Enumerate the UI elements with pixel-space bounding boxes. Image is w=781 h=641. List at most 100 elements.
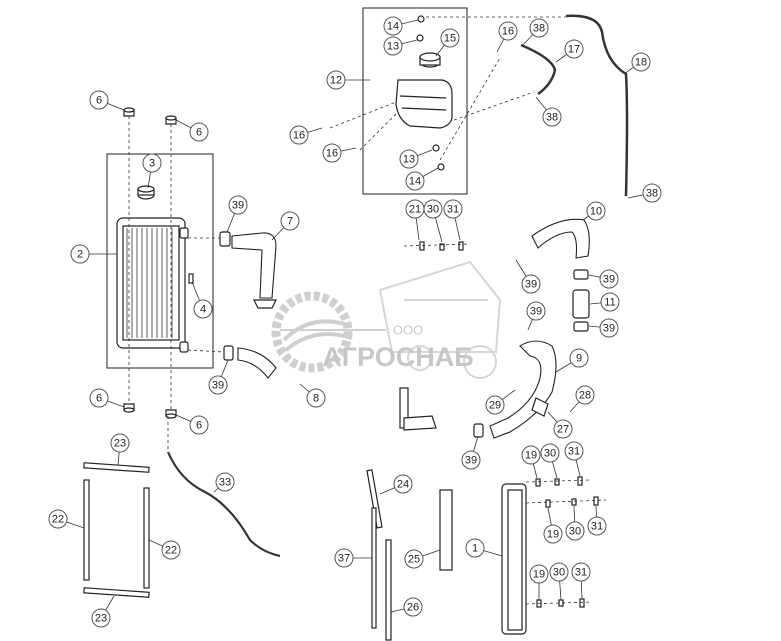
callout-number: 19 [533, 569, 545, 581]
callout-number: 16 [502, 26, 514, 38]
callout-number: 30 [569, 526, 581, 538]
callout-number: 29 [489, 400, 501, 412]
callout-number: 16 [293, 130, 305, 142]
charge-air-pipe [399, 387, 437, 431]
callout-19: 19 [529, 564, 549, 584]
callout-number: 6 [196, 127, 202, 139]
callout-number: 31 [568, 446, 580, 458]
callout-14: 14 [383, 16, 403, 36]
callout-number: 39 [603, 274, 615, 286]
callout-39: 39 [461, 450, 481, 470]
callout-number: 39 [465, 455, 477, 467]
callout-39: 39 [526, 301, 546, 321]
callout-17: 17 [564, 39, 584, 59]
radiator-cap [137, 185, 155, 200]
callout-14: 14 [405, 171, 425, 191]
callout-number: 31 [575, 567, 587, 579]
callout-6: 6 [89, 90, 109, 110]
callout-number: 19 [547, 529, 559, 541]
callout-2: 2 [70, 244, 90, 264]
callout-number: 24 [397, 479, 409, 491]
callout-6: 6 [189, 415, 209, 435]
callout-39: 39 [599, 318, 619, 338]
callout-number: 6 [96, 95, 102, 107]
bolt [417, 15, 425, 23]
callout-3: 3 [142, 153, 162, 173]
callout-27: 27 [553, 419, 573, 439]
callout-7: 7 [280, 211, 300, 231]
callout-number: 18 [635, 57, 647, 69]
callout-18: 18 [631, 52, 651, 72]
bolt [432, 144, 440, 152]
hose-clamp [219, 231, 231, 247]
callout-9: 9 [569, 348, 589, 368]
mounting-bushings [123, 107, 177, 419]
callout-21: 21 [405, 199, 425, 219]
callout-19: 19 [521, 445, 541, 465]
callout-39: 39 [208, 375, 228, 395]
callout-number: 39 [530, 306, 542, 318]
callout-number: 25 [408, 554, 420, 566]
hose-10 [531, 218, 590, 259]
callout-16: 16 [322, 143, 342, 163]
callout-19: 19 [543, 524, 563, 544]
callout-number: 33 [219, 477, 231, 489]
callout-number: 22 [165, 545, 177, 557]
callout-number: 15 [444, 33, 456, 45]
callout-23: 23 [110, 433, 130, 453]
callout-number: 6 [196, 420, 202, 432]
hose-9 [489, 340, 557, 439]
callout-number: 30 [427, 204, 439, 216]
callout-24: 24 [393, 474, 413, 494]
callout-number: 30 [553, 567, 565, 579]
callout-number: 30 [544, 448, 556, 460]
callout-number: 23 [95, 613, 107, 625]
callout-number: 9 [576, 353, 582, 365]
callout-number: 12 [330, 75, 342, 87]
callout-39: 39 [228, 195, 248, 215]
callout-22: 22 [48, 509, 68, 529]
watermark-main-text: АГРОСНАБ [322, 342, 473, 372]
callout-31: 31 [443, 199, 463, 219]
callout-number: 28 [579, 390, 591, 402]
upper-hose [231, 232, 277, 299]
expansion-tank-detail-frame [362, 7, 468, 195]
overflow-tube [166, 451, 281, 558]
temperature-sensor [188, 273, 194, 284]
callout-number: 26 [407, 602, 419, 614]
radiator [116, 217, 189, 353]
callout-8: 8 [306, 388, 326, 408]
callout-38: 38 [542, 107, 562, 127]
bolt-sets-right [535, 476, 599, 608]
callout-39: 39 [599, 269, 619, 289]
bolt [416, 34, 424, 42]
callout-number: 10 [590, 206, 602, 218]
callout-number: 16 [326, 148, 338, 160]
callout-number: 4 [200, 304, 206, 316]
callout-31: 31 [587, 516, 607, 536]
callout-number: 39 [232, 200, 244, 212]
expansion-tank [395, 52, 453, 129]
lower-hose [237, 347, 277, 379]
callout-31: 31 [571, 562, 591, 582]
callout-number: 3 [149, 158, 155, 170]
callout-number: 13 [387, 41, 399, 53]
bolt [437, 163, 445, 171]
callout-number: 1 [472, 543, 478, 555]
callout-26: 26 [403, 597, 423, 617]
callout-13: 13 [399, 149, 419, 169]
callout-16: 16 [289, 125, 309, 145]
radiator-detail-frame [106, 153, 214, 369]
callout-number: 17 [568, 44, 580, 56]
callout-number: 39 [525, 279, 537, 291]
callout-number: 21 [409, 204, 421, 216]
callout-16: 16 [498, 21, 518, 41]
tank-hose [520, 43, 557, 96]
callout-number: 23 [114, 438, 126, 450]
callout-23: 23 [91, 608, 111, 628]
callout-number: 27 [557, 424, 569, 436]
callout-number: 38 [646, 188, 658, 200]
hose-clamp [573, 321, 589, 332]
condenser [501, 483, 527, 635]
